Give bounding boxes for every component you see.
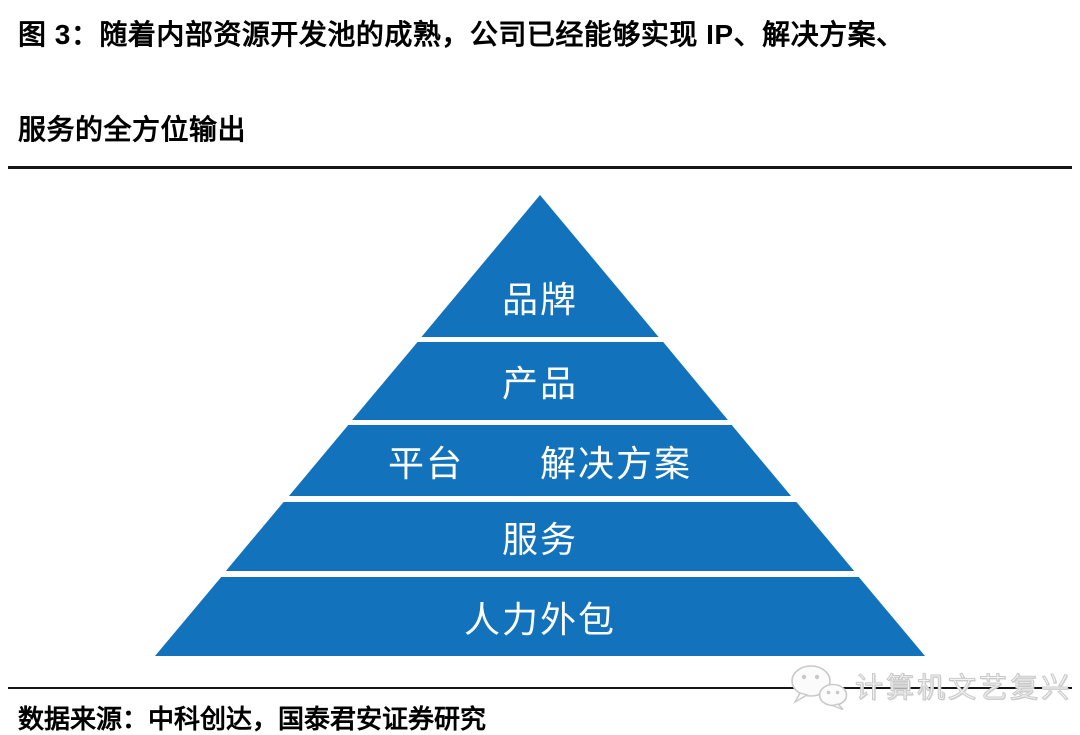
pyramid-level-brand: 品牌 xyxy=(421,195,659,337)
level-label: 产品 xyxy=(501,364,578,405)
bottom-divider xyxy=(8,687,1072,689)
level-label: 人力外包 xyxy=(463,599,616,641)
level-label: 服务 xyxy=(501,519,578,561)
top-divider xyxy=(8,166,1072,169)
figure-title-line1: 图 3：随着内部资源开发池的成熟，公司已经能够实现 IP、解决方案、 xyxy=(18,19,905,50)
watermark-text: 计算机文艺复兴 xyxy=(854,672,1072,704)
pyramid-diagram: 品牌 产品 平台 解决方案 服务 人力外包 xyxy=(155,195,925,656)
level-label: 品牌 xyxy=(501,280,578,321)
source-caption: 数据来源：中科创达，国泰君安证券研究 xyxy=(18,704,487,734)
pyramid-level-product: 产品 xyxy=(352,342,728,420)
pyramid-level-platform-solution: 平台 解决方案 xyxy=(288,425,792,496)
figure-title-line2: 服务的全方位输出 xyxy=(18,114,247,145)
pyramid-level-hr-outsourcing: 人力外包 xyxy=(155,577,925,656)
level-label: 平台 解决方案 xyxy=(387,443,692,485)
watermark: 计算机文艺复兴 xyxy=(785,662,1072,710)
pyramid-level-service: 服务 xyxy=(225,502,855,571)
wechat-icon xyxy=(791,665,848,710)
